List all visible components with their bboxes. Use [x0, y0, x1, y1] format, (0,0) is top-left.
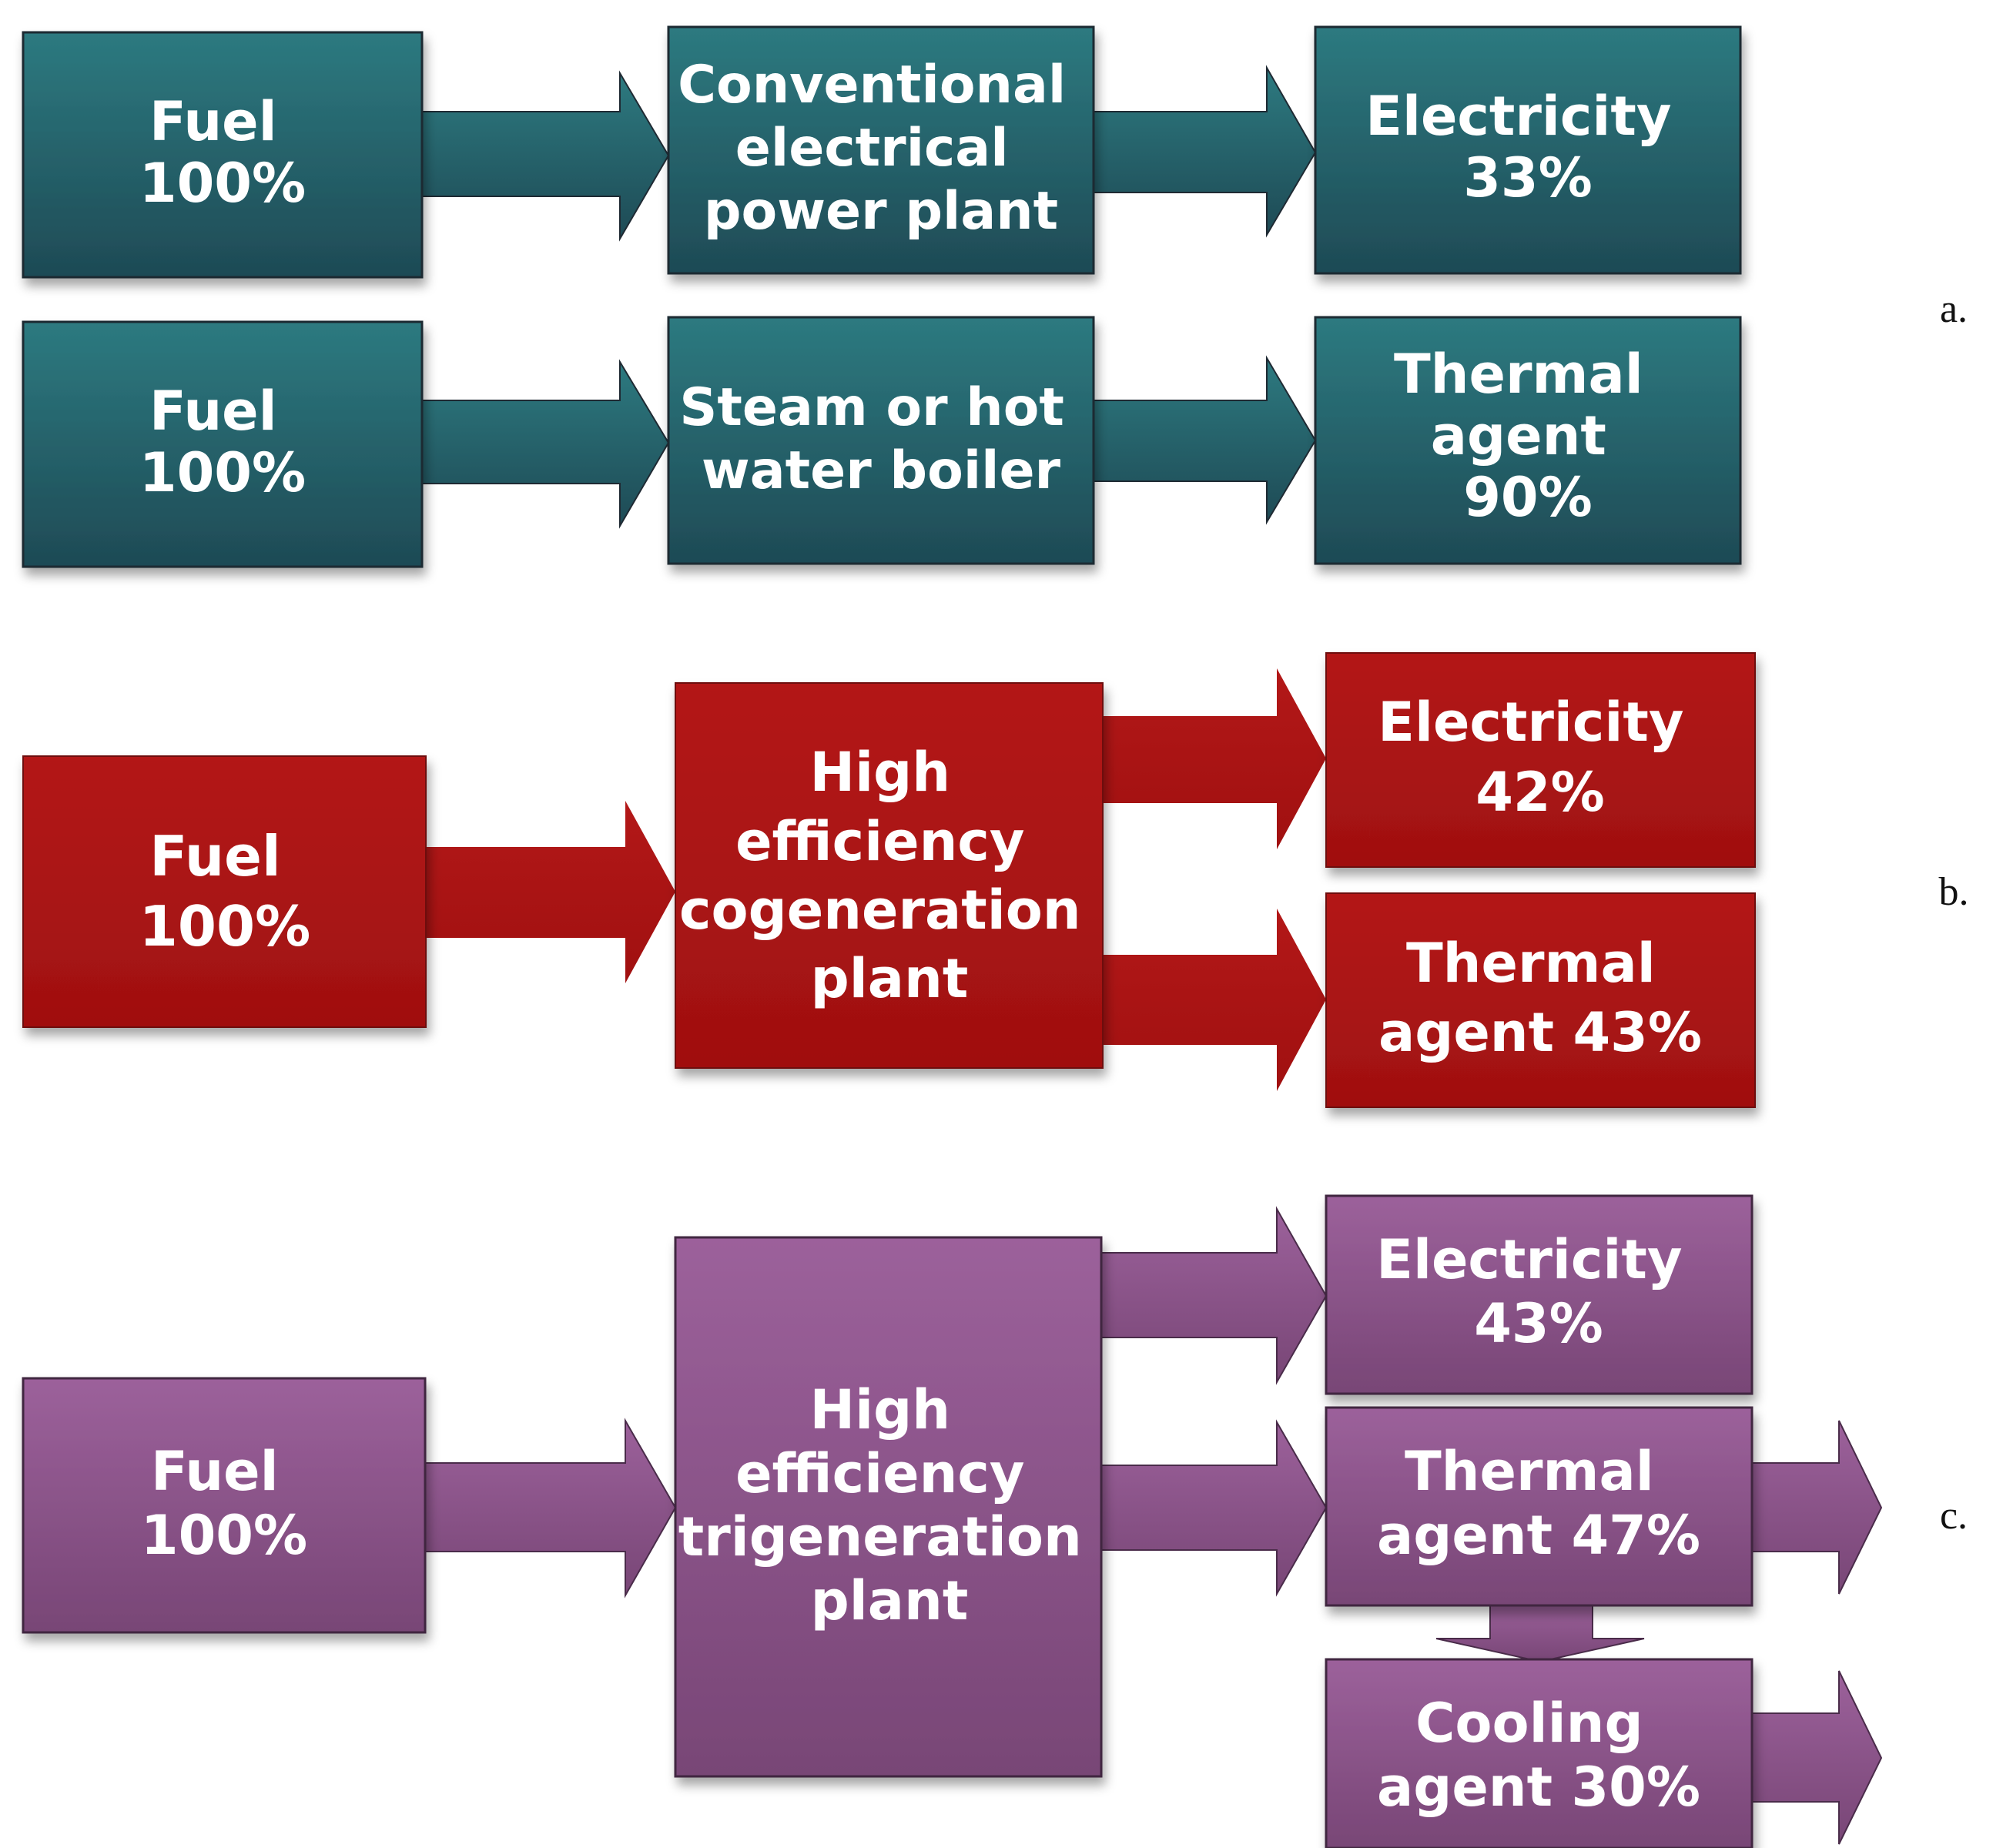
- box-a2-fuel-line1: Fuel: [149, 380, 277, 443]
- box-a2-plant-line1: Steam or hot: [679, 377, 1064, 438]
- box-c-electricity-line1: Electricity: [1376, 1228, 1682, 1291]
- box-b-thermal-text: Thermal agent 43%: [1378, 932, 1702, 1064]
- arrow-a2-fuel-to-plant: [421, 359, 670, 529]
- panel-label-b: b.: [1939, 870, 1969, 914]
- box-a2-output: [1314, 316, 1742, 565]
- panel-a: Fuel 100% Conventional electrical power …: [22, 25, 1968, 568]
- box-b-electricity: [1325, 652, 1756, 868]
- box-a1-plant-line1: Conventional: [678, 55, 1066, 116]
- box-c-plant-line4: plant: [811, 1569, 969, 1632]
- box-c-plant-line2: efficiency: [735, 1442, 1024, 1505]
- box-a2-output-text: Thermal agent 90%: [1394, 343, 1662, 529]
- panel-c: Fuel 100% High efficiency trigeneration …: [22, 1194, 1968, 1848]
- panel-b: Fuel 100% High efficiency cogeneration p…: [22, 652, 1969, 1108]
- box-c-plant-text: High efficiency trigeneration plant: [678, 1378, 1100, 1632]
- box-c-plant-line3: trigeneration: [678, 1505, 1082, 1568]
- box-b-plant-text: High efficiency cogeneration plant: [679, 741, 1100, 1010]
- box-b-electricity-line1: Electricity: [1378, 691, 1683, 754]
- box-b-thermal: [1325, 892, 1756, 1108]
- box-c-thermal-line1: Thermal: [1405, 1440, 1654, 1503]
- box-b-plant-line3: cogeneration: [679, 879, 1081, 942]
- box-c-fuel-text: Fuel 100%: [141, 1440, 307, 1567]
- box-c-cooling-line1: Cooling: [1415, 1692, 1643, 1755]
- box-a1-plant-line2: electrical: [735, 118, 1009, 179]
- box-a2-fuel-text: Fuel 100%: [139, 380, 306, 504]
- box-b-thermal-line2: agent 43%: [1378, 1001, 1702, 1064]
- panel-label-a: a.: [1940, 287, 1968, 331]
- panel-label-c: c.: [1940, 1494, 1968, 1538]
- arrow-c-plant-to-thermal: [1100, 1419, 1328, 1597]
- box-a2-output-line3: 90%: [1463, 466, 1593, 529]
- box-c-cooling: [1325, 1658, 1754, 1848]
- box-a1-plant-line3: power plant: [704, 181, 1058, 242]
- box-b-fuel: [22, 755, 427, 1028]
- box-a1-fuel-line2: 100%: [139, 152, 306, 215]
- box-c-cooling-text: Cooling agent 30%: [1377, 1692, 1700, 1819]
- arrow-c-cooling-out: [1751, 1670, 1883, 1845]
- arrow-c-thermal-to-cooling: [1435, 1602, 1645, 1663]
- arrow-a1-fuel-to-plant: [421, 70, 670, 242]
- box-b-fuel-line2: 100%: [139, 894, 310, 959]
- arrow-c-thermal-out: [1751, 1420, 1883, 1595]
- arrow-a2-plant-to-output: [1093, 355, 1317, 525]
- box-a2-plant: [667, 316, 1095, 565]
- box-a1-output: [1314, 25, 1742, 275]
- box-a1-output-line2: 33%: [1463, 146, 1593, 209]
- box-a1-fuel: [22, 31, 424, 279]
- box-b-electricity-text: Electricity 42%: [1378, 691, 1703, 824]
- box-c-electricity-text: Electricity 43%: [1376, 1228, 1701, 1355]
- arrow-c-plant-to-electricity: [1100, 1206, 1328, 1385]
- box-c-fuel-line1: Fuel: [151, 1440, 279, 1503]
- box-c-fuel: [22, 1377, 427, 1634]
- box-a2-output-line1: Thermal: [1394, 343, 1643, 406]
- box-a1-fuel-line1: Fuel: [149, 90, 277, 153]
- box-c-thermal: [1325, 1406, 1754, 1607]
- arrow-b-plant-to-thermal: [1103, 909, 1326, 1091]
- box-a1-output-line1: Electricity: [1365, 85, 1671, 148]
- box-c-electricity: [1325, 1194, 1754, 1395]
- arrow-c-fuel-to-plant: [424, 1418, 677, 1599]
- arrow-b-fuel-to-plant: [426, 801, 675, 983]
- arrow-a1-plant-to-output: [1093, 65, 1317, 238]
- box-b-fuel-line1: Fuel: [149, 824, 280, 889]
- box-c-plant-line1: High: [810, 1378, 951, 1441]
- box-c-fuel-line2: 100%: [141, 1504, 307, 1567]
- box-b-plant: [675, 682, 1104, 1069]
- box-c-cooling-line2: agent 30%: [1377, 1756, 1700, 1819]
- box-a2-plant-line2: water boiler: [702, 440, 1061, 501]
- box-c-electricity-line2: 43%: [1474, 1292, 1603, 1355]
- box-a2-plant-text: Steam or hot water boiler: [679, 377, 1082, 501]
- box-a1-output-text: Electricity 33%: [1365, 85, 1690, 209]
- box-b-plant-line4: plant: [811, 947, 969, 1010]
- box-b-plant-line1: High: [810, 741, 951, 804]
- arrow-b-plant-to-electricity: [1103, 668, 1326, 849]
- box-a2-fuel: [22, 320, 424, 568]
- box-c-thermal-text: Thermal agent 47%: [1377, 1440, 1700, 1567]
- box-b-fuel-text: Fuel 100%: [139, 824, 310, 959]
- box-a1-plant-text: Conventional electrical power plant: [678, 55, 1084, 242]
- box-b-plant-line2: efficiency: [735, 810, 1024, 873]
- box-c-plant: [674, 1236, 1103, 1778]
- box-a2-output-line2: agent: [1431, 404, 1606, 467]
- box-a1-fuel-text: Fuel 100%: [139, 90, 306, 215]
- box-b-thermal-line1: Thermal: [1406, 932, 1656, 995]
- box-b-electricity-line2: 42%: [1475, 761, 1605, 824]
- box-a1-plant: [667, 25, 1095, 275]
- box-c-thermal-line2: agent 47%: [1377, 1504, 1700, 1567]
- box-a2-fuel-line2: 100%: [139, 441, 306, 504]
